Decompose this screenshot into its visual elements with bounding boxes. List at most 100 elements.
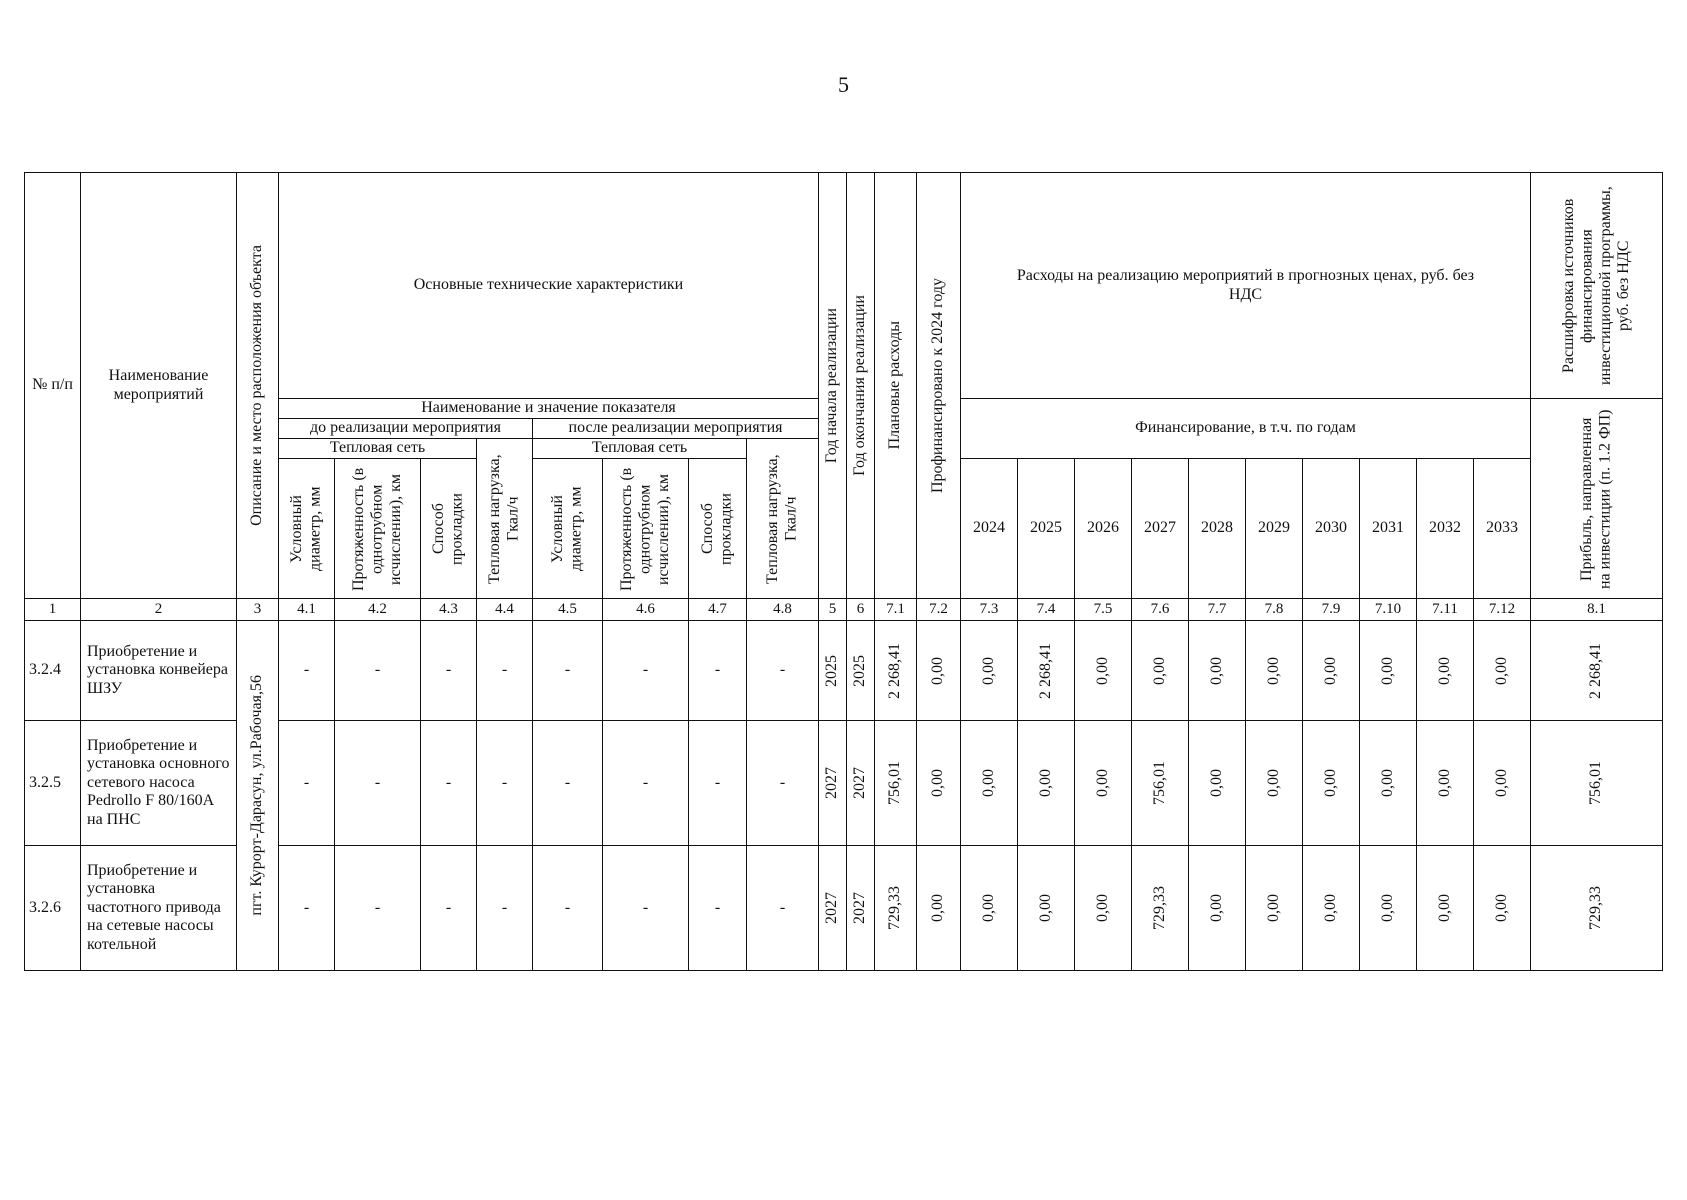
header-load-before: Тепловая нагрузка, Гкал/ч <box>476 438 533 599</box>
tech-cell: - <box>476 845 533 971</box>
header-method-after: Способ прокладки <box>688 458 747 599</box>
year-value: 0,00 <box>960 720 1018 846</box>
header-profit: Прибыль, направленная на инвестиции (п. … <box>1530 398 1663 599</box>
header-year-start: Год начала реализации <box>818 172 847 599</box>
year-value: 0,00 <box>1074 620 1132 721</box>
year-value: 0,00 <box>1188 720 1246 846</box>
header-method-before: Способ прокладки <box>420 458 477 599</box>
header-year-2025: 2025 <box>1017 458 1075 599</box>
header-prefinanced: Профинансировано к 2024 году <box>916 172 961 599</box>
index-cell: 1 <box>24 598 81 621</box>
header-year-2029: 2029 <box>1245 458 1303 599</box>
index-cell: 4.8 <box>746 598 819 621</box>
year-end: 2025 <box>846 620 875 721</box>
tech-cell: - <box>602 620 689 721</box>
header-after: после реализации мероприятия <box>532 418 819 439</box>
index-cell: 4.3 <box>420 598 477 621</box>
index-cell: 4.1 <box>278 598 335 621</box>
planned: 2 268,41 <box>874 620 917 721</box>
tech-cell: - <box>334 620 421 721</box>
row-num: 3.2.5 <box>24 720 81 846</box>
tech-cell: - <box>476 720 533 846</box>
tech-cell: - <box>602 845 689 971</box>
header-year-2028: 2028 <box>1188 458 1246 599</box>
index-row: 1 2 3 4.1 4.2 4.3 4.4 4.5 4.6 4.7 4.8 5 … <box>24 598 1663 621</box>
index-cell: 4.5 <box>532 598 603 621</box>
row-num: 3.2.4 <box>24 620 81 721</box>
header-name: Наименование мероприятий <box>80 172 237 599</box>
tech-cell: - <box>532 720 603 846</box>
header-before: до реализации мероприятия <box>278 418 533 439</box>
tech-cell: - <box>602 720 689 846</box>
tech-cell: - <box>746 845 819 971</box>
tech-cell: - <box>532 845 603 971</box>
tech-cell: - <box>420 620 477 721</box>
header-year-2026: 2026 <box>1074 458 1132 599</box>
header-year-2030: 2030 <box>1302 458 1360 599</box>
header-year-2024: 2024 <box>960 458 1018 599</box>
tech-cell: - <box>746 720 819 846</box>
year-value: 0,00 <box>1302 845 1360 971</box>
year-value: 0,00 <box>1359 845 1417 971</box>
index-cell: 7.10 <box>1359 598 1417 621</box>
year-value: 0,00 <box>1017 845 1075 971</box>
header-year-end: Год окончания реализации <box>846 172 875 599</box>
index-cell: 6 <box>846 598 875 621</box>
tech-cell: - <box>688 720 747 846</box>
tech-cell: - <box>688 620 747 721</box>
year-end: 2027 <box>846 845 875 971</box>
header-year-2032: 2032 <box>1416 458 1474 599</box>
index-cell: 7.4 <box>1017 598 1075 621</box>
year-value: 0,00 <box>1017 720 1075 846</box>
year-value: 0,00 <box>1416 620 1474 721</box>
profit: 729,33 <box>1530 845 1663 971</box>
header-indicator: Наименование и значение показателя <box>278 398 819 419</box>
index-cell: 3 <box>236 598 279 621</box>
tech-cell: - <box>746 620 819 721</box>
year-value: 0,00 <box>1245 845 1303 971</box>
tech-cell: - <box>476 620 533 721</box>
year-value: 0,00 <box>1245 620 1303 721</box>
year-value: 0,00 <box>1473 720 1531 846</box>
header-year-2033: 2033 <box>1473 458 1531 599</box>
page-number: 5 <box>838 72 849 97</box>
table-row: 3.2.4 Приобретение и установка конвейера… <box>24 620 1663 971</box>
year-value: 0,00 <box>1416 845 1474 971</box>
index-cell: 4.2 <box>334 598 421 621</box>
tech-cell: - <box>688 845 747 971</box>
tech-cell: - <box>532 620 603 721</box>
tech-cell: - <box>420 845 477 971</box>
header-financing: Финансирование, в т.ч. по годам <box>960 398 1531 459</box>
index-cell: 7.8 <box>1245 598 1303 621</box>
year-value: 0,00 <box>1074 845 1132 971</box>
index-cell: 7.11 <box>1416 598 1474 621</box>
year-value: 756,01 <box>1131 720 1189 846</box>
tech-cell: - <box>420 720 477 846</box>
header-heat-net-after: Тепловая сеть <box>532 438 747 459</box>
year-value: 0,00 <box>1074 720 1132 846</box>
header-sources: Расшифровка источников финансирования ин… <box>1530 172 1663 399</box>
year-value: 0,00 <box>1188 845 1246 971</box>
index-cell: 4.7 <box>688 598 747 621</box>
table-row: 3.2.5 Приобретение и установка основного… <box>24 720 1663 846</box>
header-planned: Плановые расходы <box>874 172 917 599</box>
tech-cell: - <box>278 720 335 846</box>
year-value: 0,00 <box>1302 720 1360 846</box>
header-desc: Описание и место расположения объекта <box>236 172 279 599</box>
table-row: 3.2.6 Приобретение и установка частотног… <box>24 845 1663 971</box>
year-value: 0,00 <box>960 845 1018 971</box>
index-cell: 4.4 <box>476 598 533 621</box>
tech-cell: - <box>334 845 421 971</box>
prefinanced: 0,00 <box>916 620 961 721</box>
year-value: 0,00 <box>960 620 1018 721</box>
index-cell: 7.1 <box>874 598 917 621</box>
header-costs: Расходы на реализацию мероприятий в прог… <box>960 172 1531 399</box>
row-num: 3.2.6 <box>24 845 81 971</box>
header-length-after: Протяженность (в однотрубном исчислении)… <box>602 458 689 599</box>
planned: 756,01 <box>874 720 917 846</box>
index-cell: 7.3 <box>960 598 1018 621</box>
profit: 2 268,41 <box>1530 620 1663 721</box>
year-value: 0,00 <box>1473 845 1531 971</box>
tech-cell: - <box>278 845 335 971</box>
header-num: № п/п <box>24 172 81 599</box>
